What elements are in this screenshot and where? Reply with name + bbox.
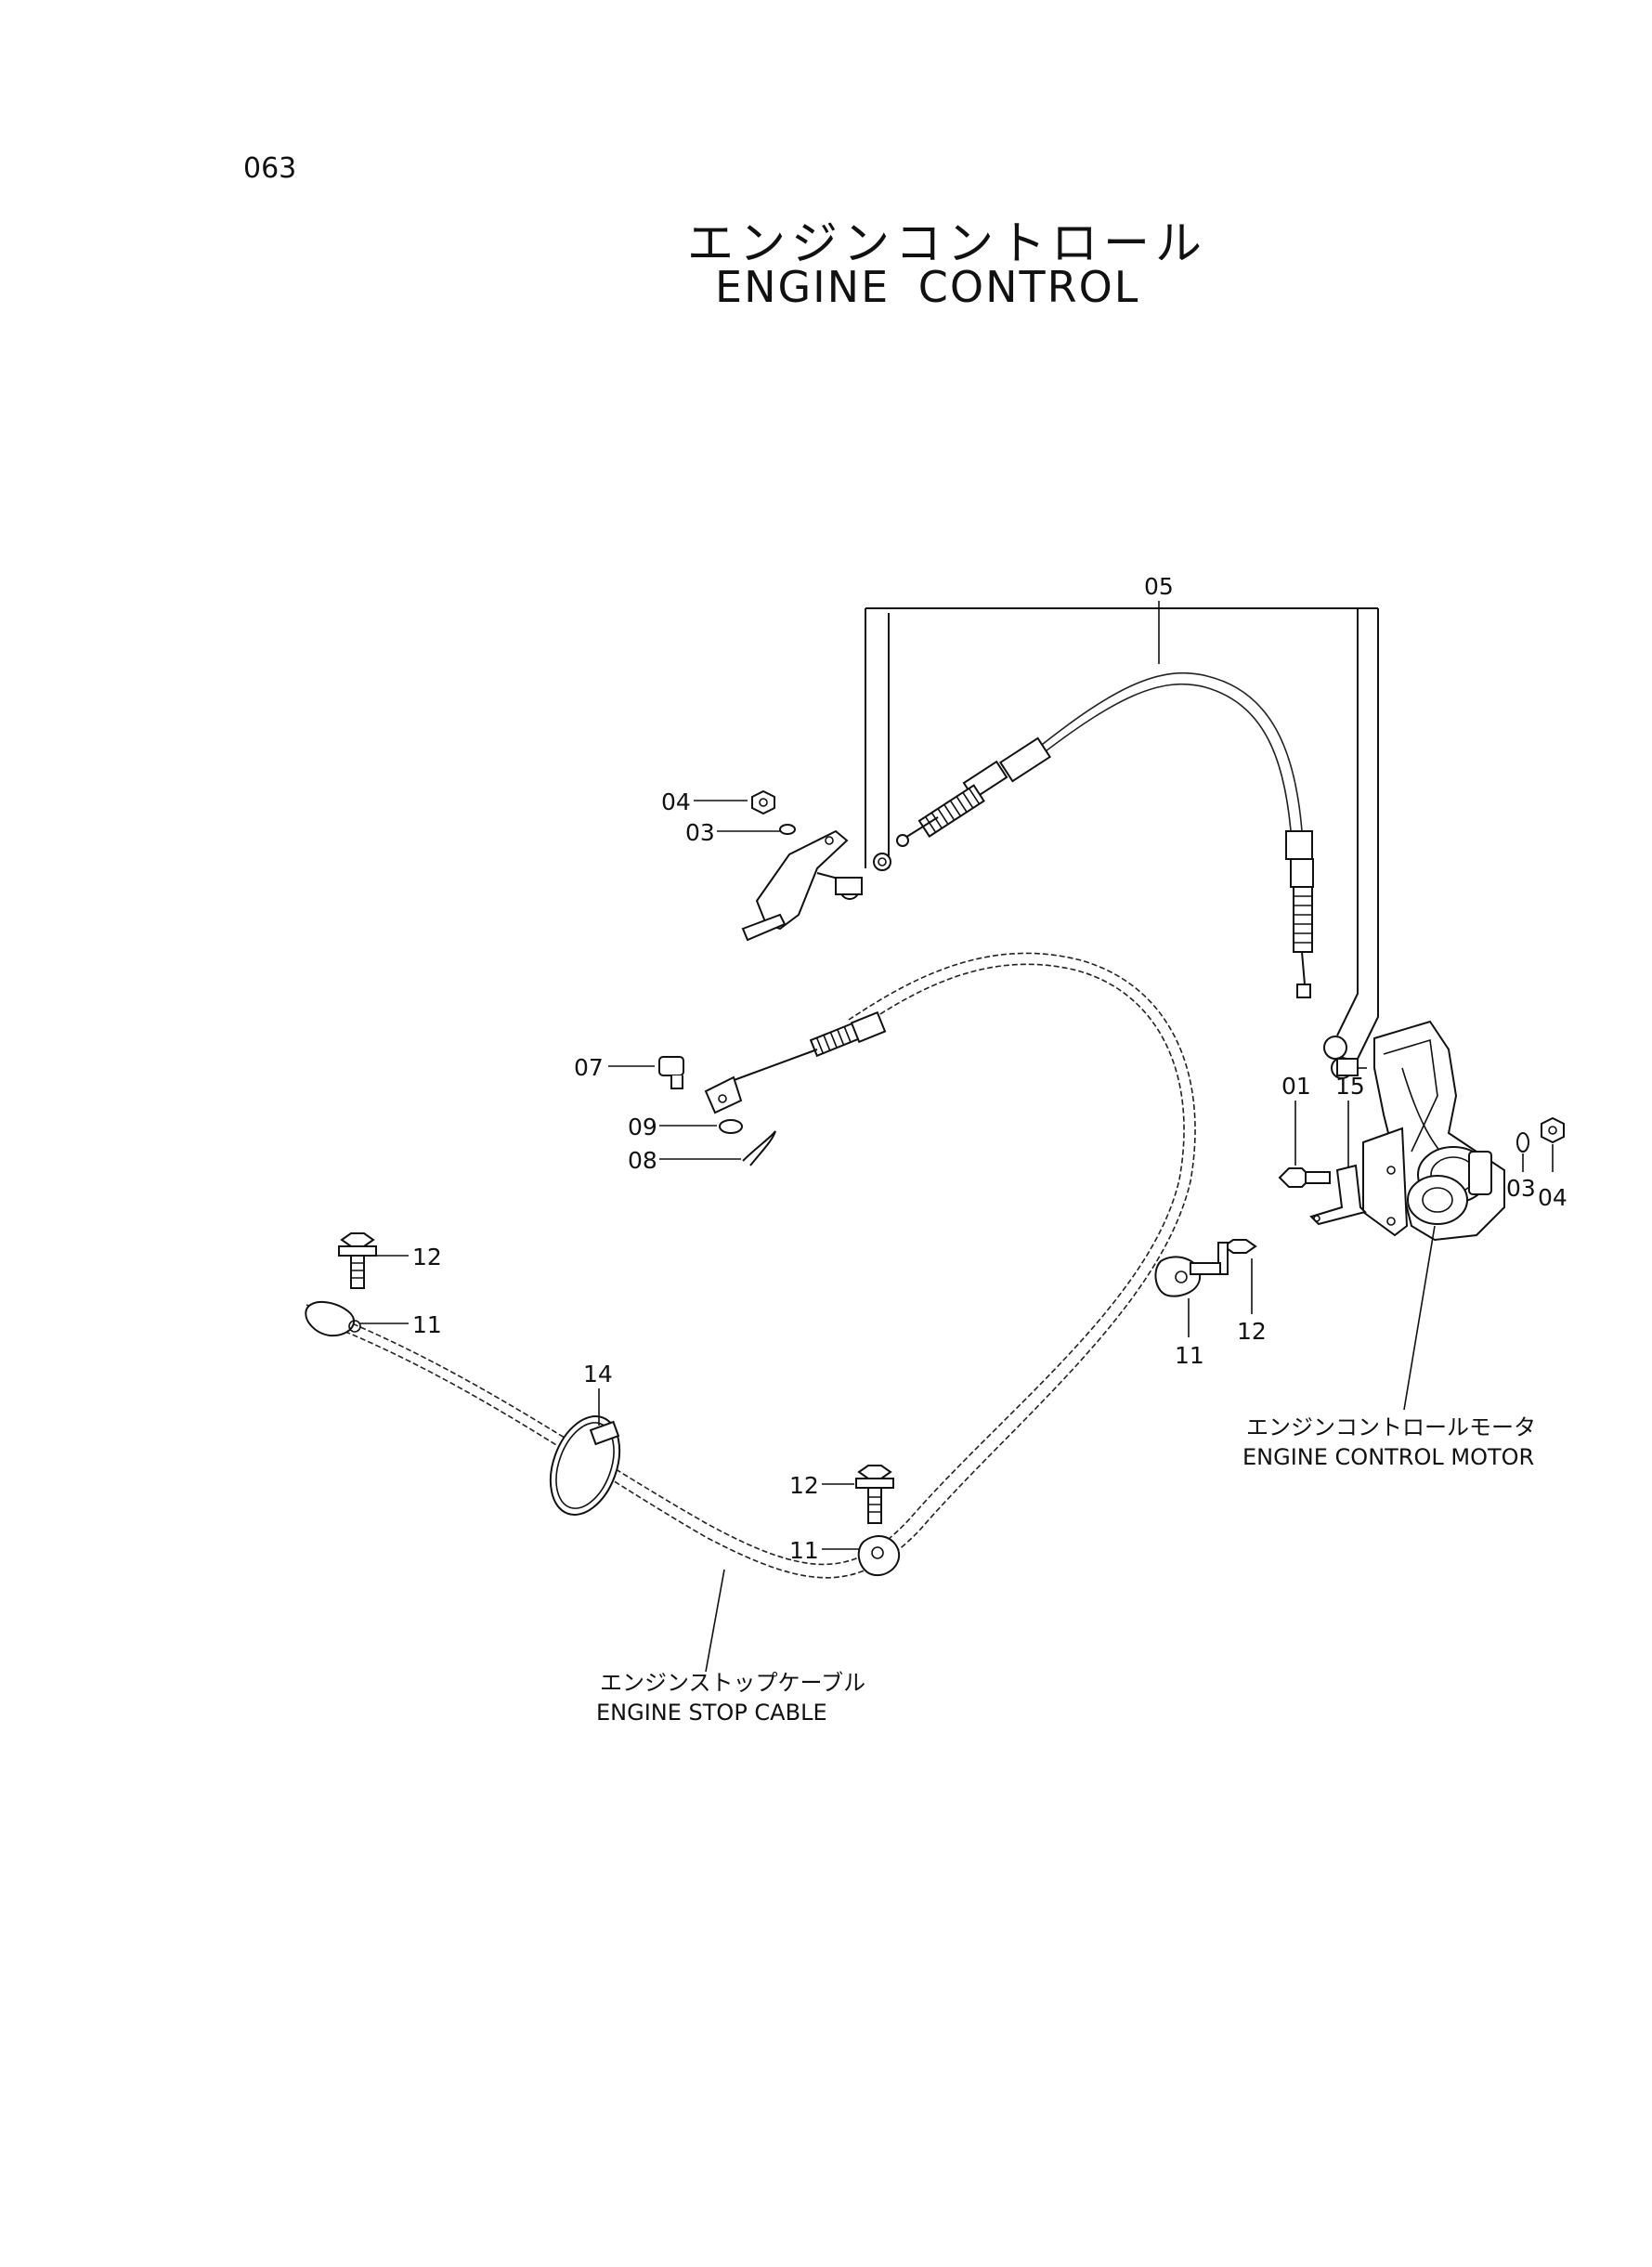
leader-motor-caption [1403, 1225, 1436, 1411]
bolt-01 [1278, 1167, 1331, 1188]
label-07: 07 [574, 1054, 604, 1081]
nut-04-right [1541, 1116, 1565, 1144]
cable-05-bracket [865, 601, 1379, 1060]
washer-09 [719, 1119, 743, 1134]
clevis-pin-07 [658, 1056, 684, 1089]
label-08: 08 [628, 1147, 657, 1174]
clamp-11-left [305, 1301, 361, 1337]
label-11-right: 11 [1175, 1342, 1204, 1369]
washer-03-right [1516, 1132, 1529, 1153]
nut-04 [751, 789, 775, 815]
engine-control-motor [1309, 1020, 1505, 1242]
title-english: ENGINE CONTROL [715, 262, 1140, 312]
motor-caption-jp: エンジンコントロールモータ [1246, 1414, 1536, 1440]
label-12-right: 12 [1237, 1318, 1267, 1345]
clamp-11-bottom [857, 1535, 901, 1577]
engine-control-cable [896, 671, 1314, 998]
label-12-bottom: 12 [789, 1472, 819, 1499]
motor-caption-en: ENGINE CONTROL MOTOR [1242, 1444, 1534, 1470]
label-03: 03 [685, 819, 715, 846]
bolt-12-right [1190, 1239, 1257, 1275]
label-04-right: 04 [1538, 1184, 1567, 1211]
label-12-left: 12 [412, 1244, 442, 1270]
clamp-11-right [1154, 1256, 1202, 1297]
page-number: 063 [243, 152, 297, 185]
throttle-lever [741, 829, 891, 942]
band-clamp-14 [549, 1415, 621, 1516]
stop-cable-caption-en: ENGINE STOP CABLE [596, 1700, 827, 1726]
label-15: 15 [1335, 1073, 1365, 1100]
label-11-bottom: 11 [789, 1537, 819, 1564]
cotter-pin-08 [742, 1130, 776, 1166]
stop-cable-caption-jp: エンジンストップケーブル [600, 1670, 865, 1696]
label-11-left: 11 [412, 1311, 442, 1338]
label-03-right: 03 [1506, 1175, 1536, 1202]
label-01: 01 [1281, 1073, 1311, 1100]
title-japanese: エンジンコントロール [687, 216, 1207, 270]
clevis-yoke [704, 1075, 743, 1114]
leader-stop-cable-caption [705, 1569, 725, 1673]
label-05: 05 [1144, 573, 1174, 600]
label-14: 14 [583, 1361, 613, 1388]
label-09: 09 [628, 1114, 657, 1140]
washer-03 [779, 824, 796, 835]
label-04: 04 [661, 788, 691, 815]
bolt-12-bottom [855, 1465, 894, 1524]
bolt-12-left [338, 1232, 377, 1289]
